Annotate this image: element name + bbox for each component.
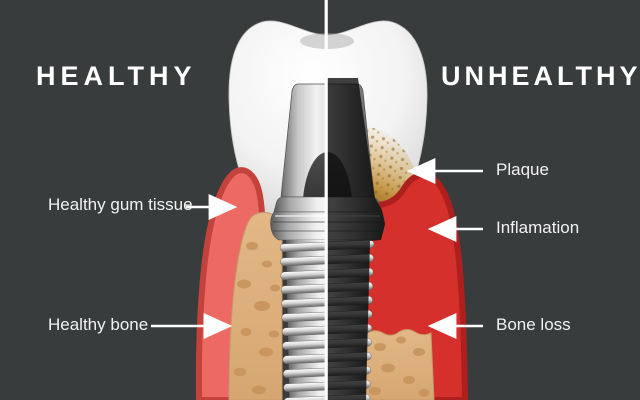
- healthy-gum-label: Healthy gum tissue: [48, 195, 193, 214]
- bone-loss-label: Bone loss: [496, 315, 571, 334]
- center-divider-line: [324, 0, 328, 400]
- receded-bone-shape: [365, 329, 435, 400]
- healthy-title: HEALTHY: [36, 61, 197, 91]
- unhealthy-title: UNHEALTHY: [441, 61, 640, 91]
- healthy-bone-label: Healthy bone: [48, 315, 149, 334]
- plaque-label: Plaque: [496, 160, 549, 179]
- inflammation-label: Inflamation: [496, 218, 580, 237]
- healthy-bone-shape: [228, 211, 283, 400]
